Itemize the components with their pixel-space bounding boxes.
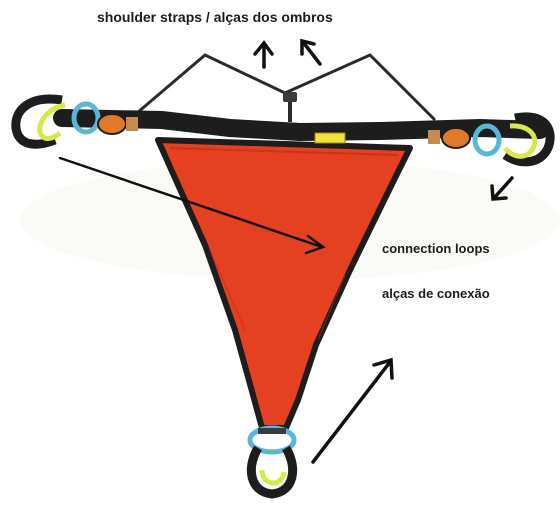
connection-loops-label: connection loops xyxy=(382,241,490,256)
connection-loops-label-pt: alças de conexão xyxy=(382,286,490,301)
label-tag xyxy=(315,133,345,143)
shoulder-straps-label: shoulder straps / alças dos ombros xyxy=(97,9,333,25)
strap-buckle xyxy=(283,92,297,102)
